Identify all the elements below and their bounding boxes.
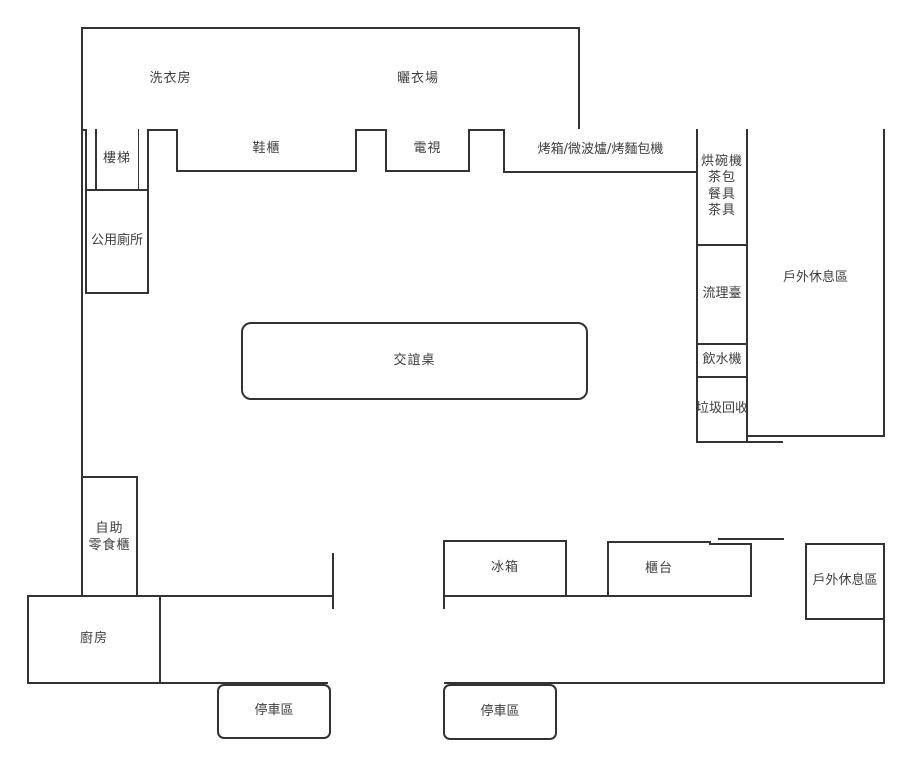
- table-social: 交誼桌: [241, 322, 588, 400]
- room-laundry: 洗衣房: [81, 27, 260, 131]
- room-stairs-label: 樓梯: [102, 150, 131, 166]
- line-counter-top: [718, 538, 784, 540]
- room-drying-area-label: 曬衣場: [396, 70, 439, 86]
- furniture-fridge-label: 冰箱: [490, 560, 519, 576]
- cabinet-snack-self-service: 自助 零食櫃: [81, 476, 138, 597]
- room-public-toilet: 公用廁所: [85, 191, 149, 294]
- water-dispenser: 飲水機: [698, 345, 746, 378]
- area-outdoor-rest-upper: 戶外休息區: [748, 129, 885, 437]
- water-dispenser-label: 飲水機: [702, 352, 742, 368]
- wall-bottom-left: [159, 682, 328, 684]
- counter-sink-label: 流理臺: [702, 286, 742, 302]
- box-unlabeled: [709, 543, 752, 597]
- area-outdoor-rest-lower: 戶外休息區: [805, 543, 885, 620]
- room-stairs: 樓梯: [85, 129, 149, 191]
- furniture-tv: 電視: [385, 129, 470, 172]
- cabinet-snack-self-service-label: 自助 零食櫃: [88, 521, 131, 553]
- stairs-rail-line-right: [137, 129, 139, 189]
- area-outdoor-rest-lower-label: 戶外休息區: [812, 573, 878, 589]
- furniture-counter: 櫃台: [607, 541, 711, 597]
- line-column-bottom-extension: [748, 441, 783, 443]
- wall-bottom-right: [444, 682, 885, 684]
- area-parking-left-label: 停車區: [254, 703, 294, 719]
- furniture-shoe-cabinet-label: 鞋櫃: [252, 141, 281, 157]
- appliance-column: 烘碗機 茶包 餐具 茶具 流理臺 飲水機 垃圾回收: [696, 129, 748, 443]
- cabinet-dish-dryer-tea-label: 烘碗機 茶包 餐具 茶具: [700, 154, 743, 218]
- room-laundry-label: 洗衣房: [149, 70, 192, 86]
- area-parking-right: 停車區: [443, 684, 557, 740]
- room-kitchen-label: 廚房: [79, 631, 108, 647]
- furniture-oven-microwave-toaster-label: 烤箱/微波爐/烤麵包機: [537, 141, 664, 157]
- line-door-stub: [332, 553, 334, 609]
- furniture-tv-label: 電視: [413, 141, 442, 157]
- furniture-oven-microwave-toaster: 烤箱/微波爐/烤麵包機: [503, 129, 696, 173]
- furniture-fridge: 冰箱: [443, 540, 567, 597]
- room-kitchen: 廚房: [27, 595, 161, 684]
- wall-left: [81, 129, 83, 477]
- table-social-label: 交誼桌: [393, 352, 436, 368]
- line-kitchen-extension: [159, 595, 334, 597]
- area-parking-right-label: 停車區: [480, 703, 520, 719]
- garbage-recycling: 垃圾回收: [696, 378, 749, 441]
- room-public-toilet-label: 公用廁所: [90, 233, 143, 249]
- cabinet-dish-dryer-tea: 烘碗機 茶包 餐具 茶具: [698, 129, 746, 246]
- furniture-counter-label: 櫃台: [644, 560, 673, 576]
- line-fridge-baseline: [443, 595, 752, 597]
- line-fridge-baseline-tick: [443, 595, 445, 609]
- area-parking-left: 停車區: [217, 684, 331, 739]
- area-outdoor-rest-upper-label: 戶外休息區: [782, 269, 848, 285]
- garbage-recycling-label: 垃圾回收: [696, 401, 749, 417]
- stairs-rail-line-left: [95, 129, 97, 189]
- room-drying-area: 曬衣場: [258, 27, 580, 131]
- furniture-shoe-cabinet: 鞋櫃: [176, 129, 357, 172]
- counter-sink: 流理臺: [698, 246, 746, 345]
